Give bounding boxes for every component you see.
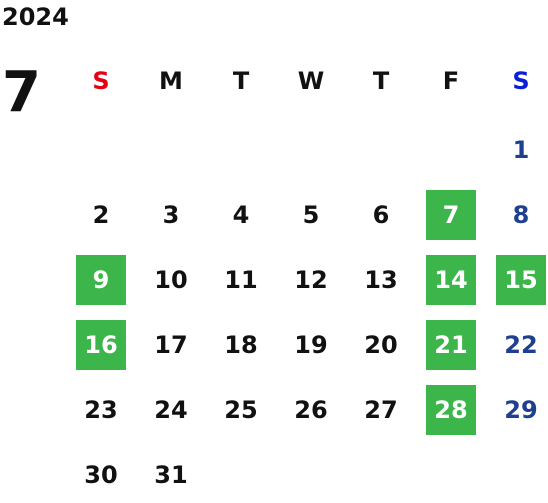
day-cell-25[interactable]: 25 xyxy=(224,396,258,424)
year-label: 2024 xyxy=(2,3,69,31)
day-cell-12[interactable]: 12 xyxy=(294,266,328,294)
weekday-4: T xyxy=(372,67,390,95)
month-label: 7 xyxy=(2,60,41,125)
day-cell-7[interactable]: 7 xyxy=(426,190,476,240)
day-cell-16[interactable]: 16 xyxy=(76,320,126,370)
day-cell-8[interactable]: 8 xyxy=(512,201,530,229)
weekday-2: T xyxy=(232,67,250,95)
weekday-1: M xyxy=(159,67,183,95)
day-cell-18[interactable]: 18 xyxy=(224,331,258,359)
day-cell-29[interactable]: 29 xyxy=(504,396,538,424)
day-cell-17[interactable]: 17 xyxy=(154,331,188,359)
day-cell-31[interactable]: 31 xyxy=(154,461,188,489)
day-cell-3[interactable]: 3 xyxy=(162,201,180,229)
day-cell-9[interactable]: 9 xyxy=(76,255,126,305)
day-cell-19[interactable]: 19 xyxy=(294,331,328,359)
day-cell-24[interactable]: 24 xyxy=(154,396,188,424)
day-cell-10[interactable]: 10 xyxy=(154,266,188,294)
day-cell-4[interactable]: 4 xyxy=(232,201,250,229)
weekday-3: W xyxy=(297,67,325,95)
day-cell-30[interactable]: 30 xyxy=(84,461,118,489)
weekday-0: S xyxy=(92,67,110,95)
day-cell-15[interactable]: 15 xyxy=(496,255,546,305)
weekday-5: F xyxy=(442,67,460,95)
day-cell-5[interactable]: 5 xyxy=(302,201,320,229)
day-cell-28[interactable]: 28 xyxy=(426,385,476,435)
day-cell-26[interactable]: 26 xyxy=(294,396,328,424)
day-cell-20[interactable]: 20 xyxy=(364,331,398,359)
day-cell-2[interactable]: 2 xyxy=(92,201,110,229)
weekday-6: S xyxy=(512,67,530,95)
day-cell-27[interactable]: 27 xyxy=(364,396,398,424)
day-cell-13[interactable]: 13 xyxy=(364,266,398,294)
day-cell-23[interactable]: 23 xyxy=(84,396,118,424)
day-cell-6[interactable]: 6 xyxy=(372,201,390,229)
day-cell-1[interactable]: 1 xyxy=(512,136,530,164)
day-cell-21[interactable]: 21 xyxy=(426,320,476,370)
day-cell-14[interactable]: 14 xyxy=(426,255,476,305)
day-cell-11[interactable]: 11 xyxy=(224,266,258,294)
day-cell-22[interactable]: 22 xyxy=(504,331,538,359)
